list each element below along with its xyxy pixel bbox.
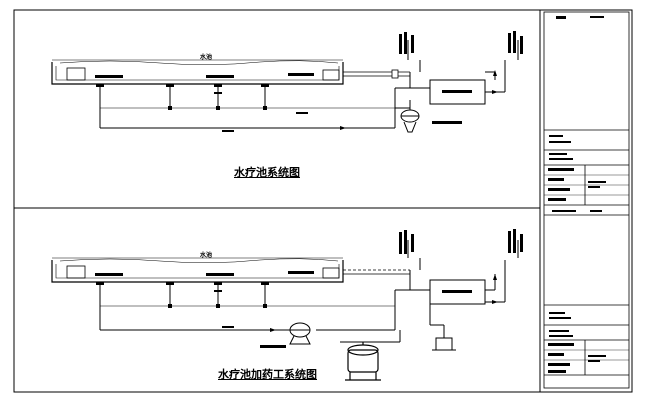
- title-block: [543, 11, 630, 389]
- bottom-drain-lines: [99, 240, 519, 343]
- bottom-pool: [51, 257, 344, 283]
- bottom-pump-label-mark: [260, 345, 286, 348]
- top-pump-icon: [400, 100, 420, 133]
- bottom-pool-label: 水池: [200, 252, 213, 259]
- dosing-tank-icon: [432, 337, 456, 351]
- bottom-drain-nodes: [96, 282, 269, 328]
- bottom-riser-labels: [399, 229, 523, 254]
- top-flow-arrows: [340, 70, 498, 130]
- top-pool-fixtures: [66, 67, 410, 81]
- top-pump-label-mark: [432, 121, 462, 124]
- top-drain-nodes: [96, 84, 308, 132]
- sheet-border: [13, 9, 633, 393]
- title-block-text-marks: [548, 16, 606, 373]
- top-pool-marks: [95, 73, 314, 78]
- filter-tank-icon: [345, 342, 381, 381]
- top-pool-label: 水池: [200, 54, 213, 61]
- bottom-exchanger-label-mark: [442, 290, 472, 293]
- top-exchanger-label-mark: [442, 90, 472, 93]
- top-pool: [51, 59, 344, 85]
- bottom-pool-fixtures: [66, 265, 410, 279]
- bottom-flow-arrows: [270, 274, 498, 332]
- bottom-pool-marks: [95, 271, 314, 276]
- bottom-heat-exchanger: [429, 279, 486, 305]
- bottom-pump-icon: [289, 322, 311, 345]
- top-panel-title: 水疗池系统图: [234, 166, 300, 179]
- top-riser-labels: [399, 31, 523, 54]
- bottom-panel-title: 水疗池加药工系统图: [218, 368, 317, 381]
